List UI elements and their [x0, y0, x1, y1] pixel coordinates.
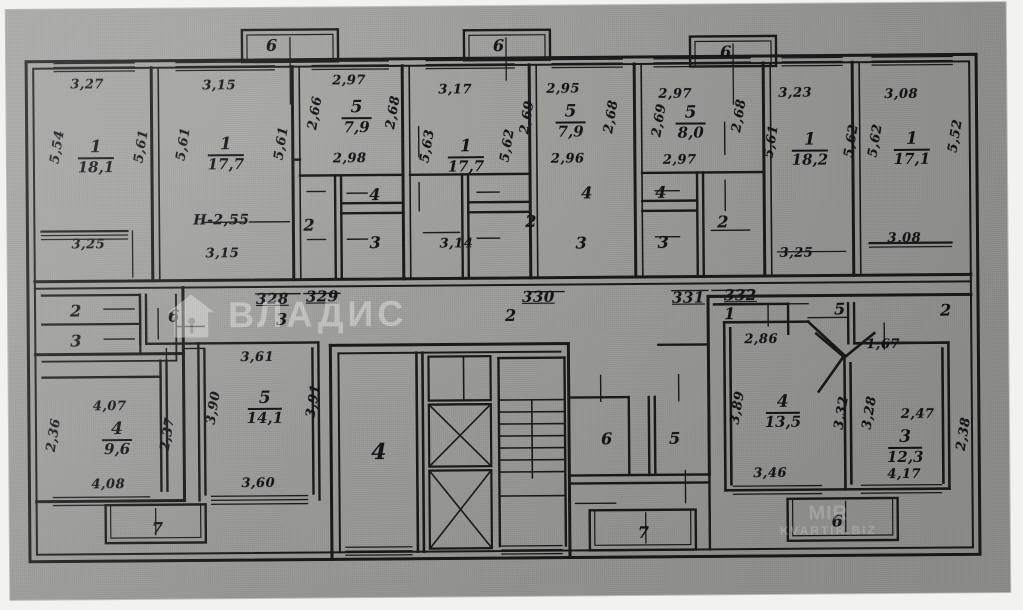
floor-plan-drawing	[6, 2, 1011, 600]
scanned-plan-sheet: 6 6 6 3,27 5,54 5,61 3,25 1 18,1 3,15 5,…	[5, 2, 1011, 600]
